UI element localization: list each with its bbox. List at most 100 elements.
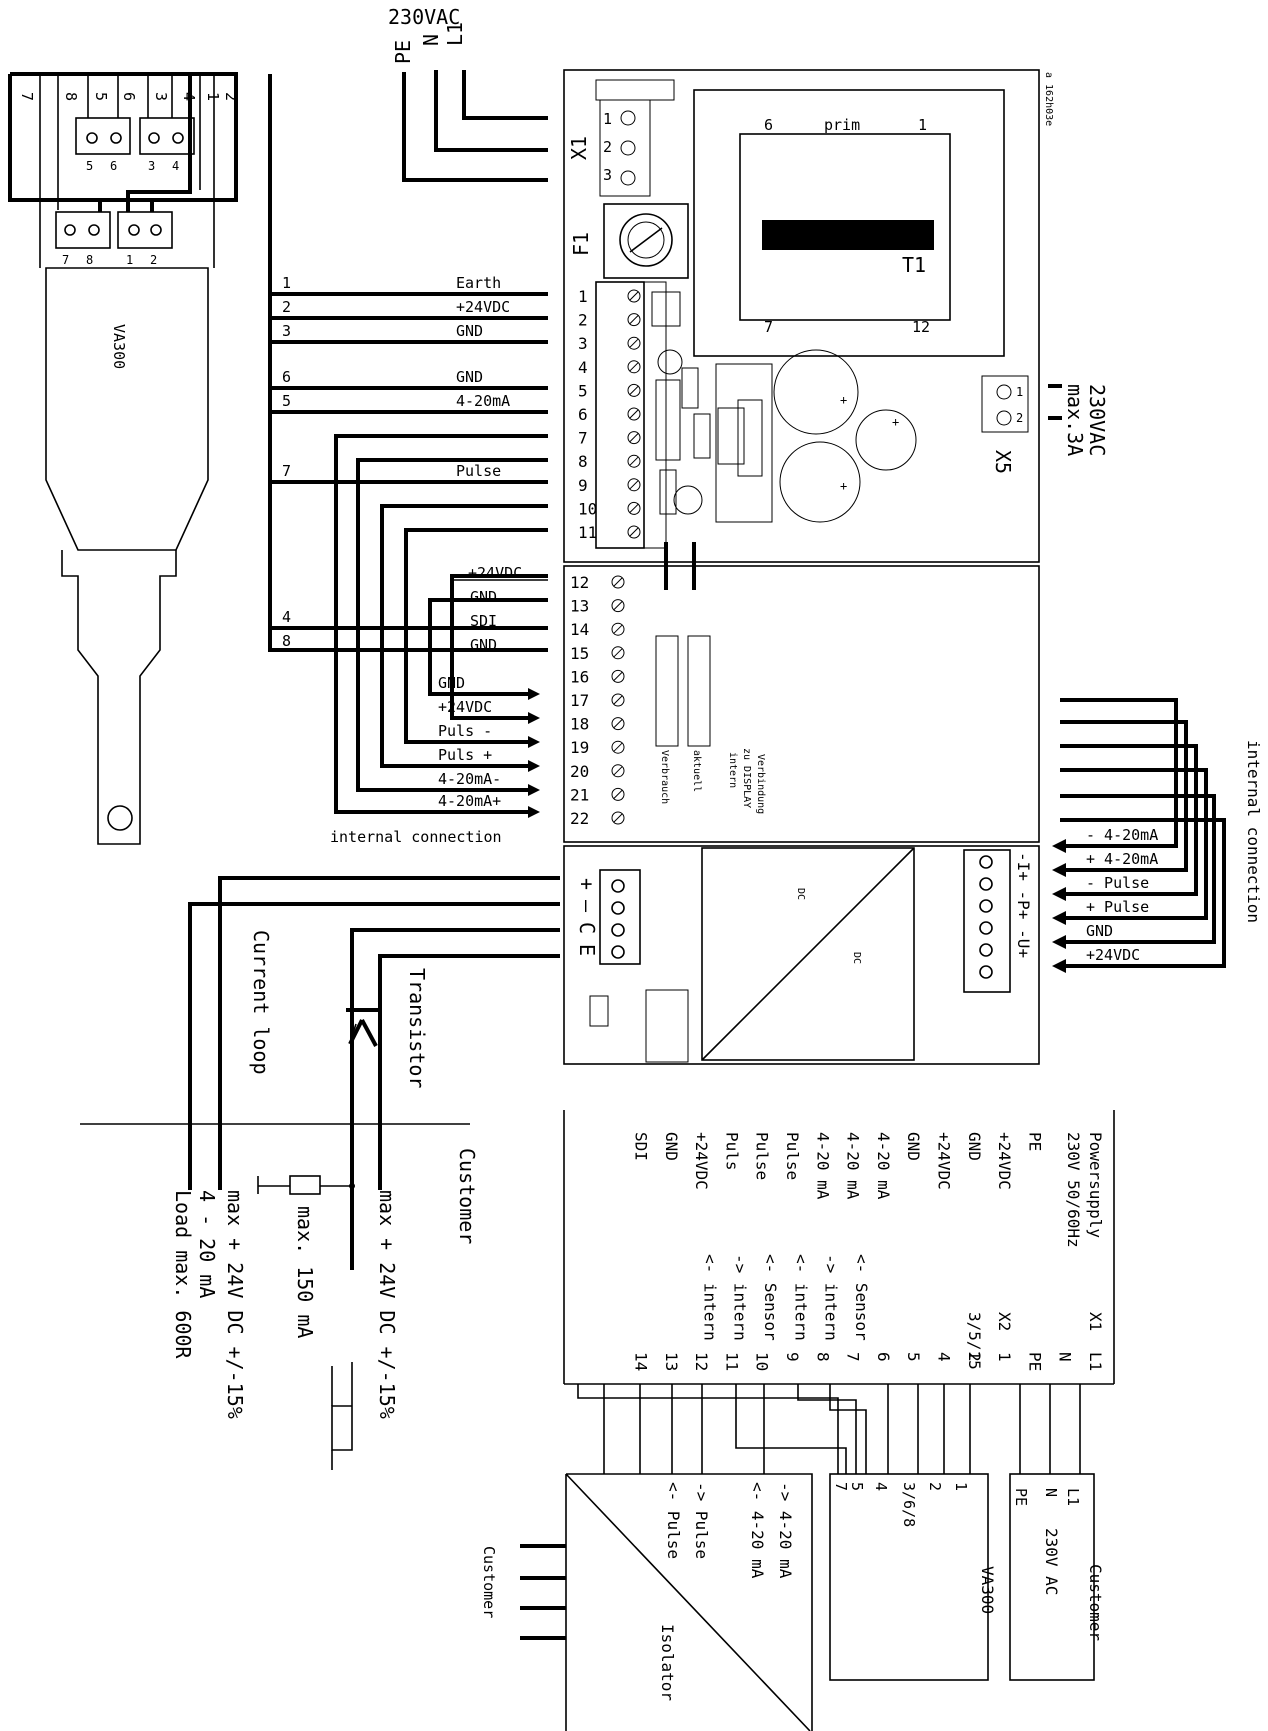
middle-term-19: 19 [570,738,589,757]
svg-text:—: — [575,900,599,913]
va300-pin-1: 2 [926,1482,944,1491]
upper-term-2: 2 [578,311,588,330]
va300-pin-0: 1 [952,1482,970,1491]
upper-term-8: 8 [578,452,588,471]
label-gnd-2: GND [456,368,483,386]
t1-pin6: 6 [764,116,773,134]
sensor-cable-frame [8,72,238,202]
screw [627,360,641,374]
middle-term-17: 17 [570,691,589,710]
screw [627,289,641,303]
isolator-block [565,1473,813,1731]
table-pin-10: 9 [783,1352,802,1362]
table-wire-15 [577,1384,839,1474]
upper-term-11: 11 [578,523,597,542]
x1-cover [595,79,675,101]
mid-out-label-0: GND [438,674,465,692]
table-pin-0: L1 [1086,1352,1105,1371]
pair-1-2 [117,211,173,249]
pair-3-4 [139,117,195,155]
table-name-6: GND [904,1132,923,1161]
label-24vdc: +24VDC [456,298,510,316]
table-detail-12: <- intern [700,1254,719,1341]
table-pin-2: PE [1025,1352,1044,1371]
table-name-7: 4-20 mA [874,1132,893,1200]
table-detail-9: <- intern [791,1254,810,1341]
x5-term-1: 1 [1016,385,1023,399]
supply-header: 230VAC L1 N PE [388,5,548,182]
pair-5-6 [75,117,131,155]
upper-signal-wires: 1 2 3 6 5 7 4 8 Earth +24VDC GND GND 4-2… [270,274,548,814]
upper-term-7: 7 [578,429,588,448]
customer-supply-block [1009,1473,1095,1681]
screw [627,336,641,350]
sensor-pin-3: 3 [152,92,170,101]
svg-text:8: 8 [86,253,93,267]
svg-text:L1: L1 [1064,1488,1082,1506]
table-pin-4: 2 [965,1352,984,1362]
table-pin-8: 7 [844,1352,863,1362]
svg-text:C: C [575,922,599,934]
screw [627,383,641,397]
svg-text:230V AC: 230V AC [1042,1528,1061,1595]
svg-text:6: 6 [110,159,117,173]
upper-board-outline [563,69,1040,563]
n-wire [434,70,548,152]
table-pin-1: N [1056,1352,1075,1362]
upper-term-5: 5 [578,381,588,400]
table-name-0: Powersupply [1086,1132,1105,1238]
sensor-pin-7: 7 [18,92,36,101]
middle-term-21: 21 [570,785,589,804]
svg-text:VA300: VA300 [978,1566,997,1614]
f1-label: F1 [569,232,593,256]
table-pin-15: 14 [632,1352,651,1371]
va300-block [829,1473,989,1681]
transistor-label: Transistor [405,968,429,1088]
x1-block [599,99,651,197]
svg-text:zu DISPLAY: zu DISPLAY [741,748,752,808]
t1-prim: prim [824,116,860,134]
mid-label-24vdc: +24VDC [468,564,522,582]
label-4-20ma: 4-20mA [456,392,510,410]
upper-term-6: 6 [578,405,588,424]
right-label-1: + 4-20mA [1086,850,1158,868]
mid-out-label-2: Puls - [438,722,492,740]
customer-side: Current loop Transistor Customer Load ma… [80,930,479,1470]
isolator-label-3: <- Pulse [664,1482,683,1559]
mid-out-label-5: 4-20mA+ [438,792,501,810]
middle-term-18: 18 [570,715,589,734]
svg-text:8: 8 [282,632,291,650]
right-label-4: GND [1086,922,1113,940]
table-name-10: Pulse [783,1132,802,1180]
svg-text:max + 24V DC +/-15%: max + 24V DC +/-15% [223,1190,247,1419]
va300-pin-5: 7 [832,1482,850,1491]
mid-label-sdi: SDI [470,612,497,630]
svg-text:6: 6 [282,368,291,386]
svg-text:PE: PE [1012,1488,1030,1506]
pair-7-8 [55,211,111,249]
table-detail-0: 230V 50/60Hz [1064,1132,1083,1248]
right-terminal-labels: -I+ -P+ -U+ [1014,852,1033,958]
table-name-2: PE [1025,1132,1044,1151]
svg-text:4 - 20 mA: 4 - 20 mA [195,1190,219,1298]
transformer-winding [762,220,934,250]
upper-board: a 162h03e 1 2 3 X1 F1 6 prim 1 T1 7 12 [563,69,1109,563]
svg-text:DC: DC [795,888,806,900]
isolator-label: Isolator [658,1624,677,1701]
svg-text:Load max. 600R: Load max. 600R [171,1190,195,1360]
table-name-3: +24VDC [995,1132,1014,1190]
svg-text:+: + [575,878,599,890]
svg-text:Customer: Customer [1086,1564,1105,1641]
upper-term-3: 3 [578,334,588,353]
table-num-3: X2 [995,1312,1014,1331]
t1-pin1: 1 [918,116,927,134]
right-label-2: - Pulse [1086,874,1149,892]
svg-text:Verbindung: Verbindung [755,754,766,814]
l1-wire [462,70,548,120]
x5-term-2: 2 [1016,411,1023,425]
screw [627,478,641,492]
mid-out-label-1: +24VDC [438,698,492,716]
svg-text:1: 1 [126,253,133,267]
